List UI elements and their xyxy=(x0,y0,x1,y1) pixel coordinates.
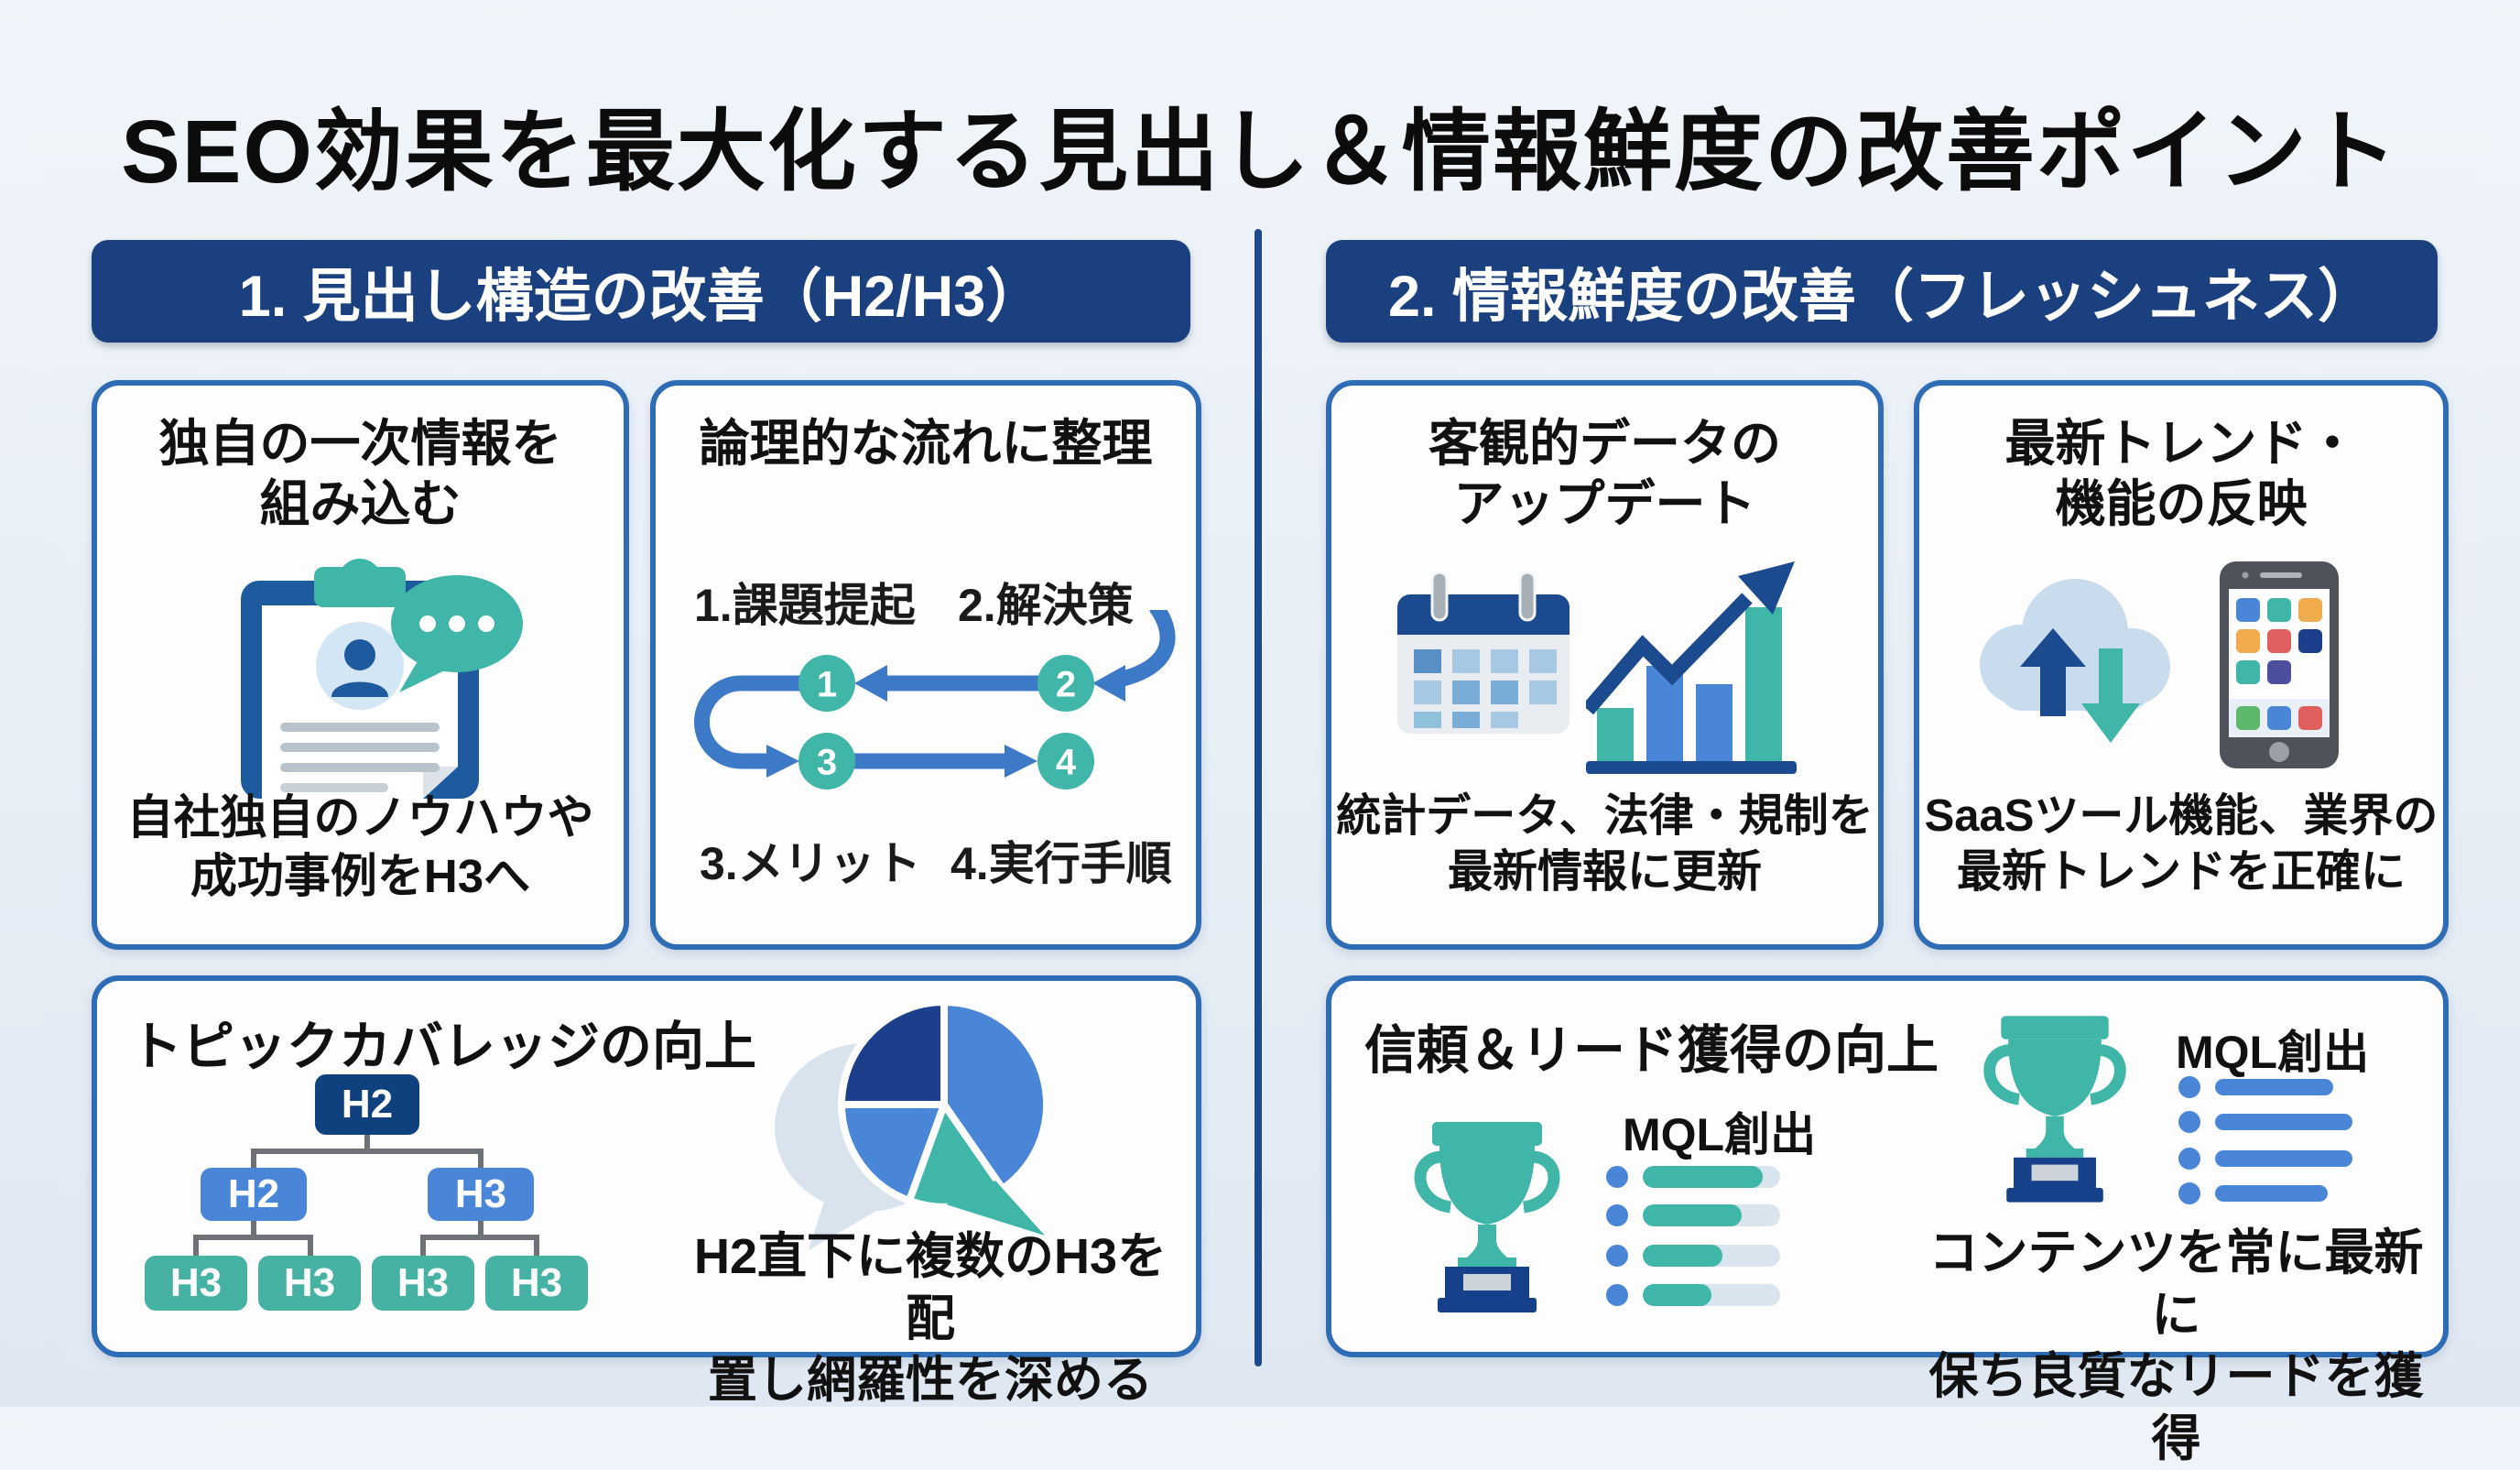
card-caption-line1: H2直下に複数のH3を配 xyxy=(693,1229,1168,1346)
bullet-dot xyxy=(1606,1284,1628,1306)
bullet-dot xyxy=(1606,1204,1628,1226)
growth-chart-icon xyxy=(1586,561,1797,774)
progress-row xyxy=(1606,1245,1780,1267)
card-title-line1: 独自の一次情報を xyxy=(158,415,562,472)
list-row xyxy=(2178,1182,2352,1204)
tree-node-l3-2: H3 xyxy=(258,1256,361,1311)
flow-node-2-number: 2 xyxy=(1056,664,1076,704)
list-row xyxy=(2178,1111,2352,1133)
card-caption-line1: 統計データ、法律・規制を xyxy=(1336,791,1874,841)
flow-step4-label: 4.実行手順 xyxy=(950,838,1172,889)
card-topic-coverage: トピックカバレッジの向上 H2 H2 H3 H3 H3 H3 H3 H2直下に複… xyxy=(92,975,1201,1408)
card-caption-line2: 最新トレンドを正確に xyxy=(1956,847,2406,898)
list-row xyxy=(2178,1148,2352,1170)
card-title-line1: 最新トレンド・ xyxy=(2004,415,2358,472)
smartphone-icon xyxy=(2220,561,2339,768)
tree-node-l3-1: H3 xyxy=(145,1256,247,1311)
bullet-dot xyxy=(2178,1148,2200,1170)
card-objective-data-update: 客観的データの アップデート 統計データ、法律・規制を xyxy=(1326,380,1884,950)
progress-fill xyxy=(1643,1166,1763,1188)
column-divider xyxy=(1255,229,1262,1367)
card-title: 独自の一次情報を 組み込む xyxy=(97,413,624,534)
card-caption-line2: 保ち良質なリードを獲得 xyxy=(1928,1349,2424,1466)
progress-row xyxy=(1606,1204,1780,1226)
flow-node-3 xyxy=(798,733,855,789)
tree-node-root: H2 xyxy=(315,1074,419,1135)
progress-row xyxy=(1606,1284,1780,1306)
left-column-header: 1. 見出し構造の改善（H2/H3） xyxy=(92,240,1190,343)
card-caption: SaaSツール機能、業界の 最新トレンドを正確に xyxy=(1919,789,2443,901)
mql-label-right: MQL創出 xyxy=(2176,1027,2370,1078)
card-caption-line2: 置し網羅性を深める xyxy=(708,1353,1153,1408)
card-title: 論理的な流れに整理 xyxy=(699,415,1153,472)
flow-node-4 xyxy=(1037,733,1094,789)
list-row xyxy=(2178,1076,2352,1098)
trophy-icon xyxy=(1414,1122,1560,1312)
tree-node-l3-3: H3 xyxy=(372,1256,474,1311)
progress-fill xyxy=(1643,1284,1711,1306)
flow-node-1 xyxy=(798,655,855,712)
card-caption-line1: コンテンツを常に最新に xyxy=(1928,1225,2424,1343)
card-trust-lead-gain: 信頼＆リード獲得の向上 MQL創出 xyxy=(1326,975,2449,1466)
bullet-dot xyxy=(1606,1166,1628,1188)
card-title: トピックカバレッジの向上 xyxy=(130,1018,756,1076)
card-title: 最新トレンド・ 機能の反映 xyxy=(1919,413,2443,534)
list-bar xyxy=(2215,1079,2333,1095)
tree-node-l2-right: H3 xyxy=(428,1168,534,1221)
card-caption-line1: 自社独自のノウハウや xyxy=(126,791,594,844)
card-caption: 自社独自のノウハウや 成功事例をH3へ xyxy=(97,789,624,906)
card-title: 客観的データの アップデート xyxy=(1331,413,1878,534)
bullet-dot xyxy=(2178,1076,2200,1098)
card-caption-line2: 最新情報に更新 xyxy=(1447,847,1762,898)
flow-diagram: 1 2 3 4 xyxy=(694,610,1176,789)
card-logical-flow: 論理的な流れに整理 1.課題提起 2.解決策 1 2 3 4 3.メリット 4.… xyxy=(650,380,1201,950)
cloud-sync-icon xyxy=(1980,579,2170,743)
flow-step1-label: 1.課題提起 xyxy=(694,580,916,631)
card-caption-line1: SaaSツール機能、業界の xyxy=(1924,791,2439,841)
flow-node-3-number: 3 xyxy=(817,742,837,782)
card-caption: 統計データ、法律・規制を 最新情報に更新 xyxy=(1331,789,1878,901)
progress-row xyxy=(1606,1166,1780,1188)
page-title: SEO効果を最大化する見出し＆情報鮮度の改善ポイント xyxy=(121,102,2399,201)
flow-step2-label: 2.解決策 xyxy=(958,580,1134,631)
card-title-line1: 客観的データの xyxy=(1428,415,1781,472)
trophy-icon xyxy=(1983,1016,2126,1203)
flow-node-4-number: 4 xyxy=(1056,742,1077,782)
list-bar xyxy=(2215,1114,2352,1130)
progress-fill xyxy=(1643,1245,1722,1267)
card-title-line2: 機能の反映 xyxy=(2055,475,2308,532)
card-title: 信頼＆リード獲得の向上 xyxy=(1364,1021,1939,1080)
card-caption: H2直下に複数のH3を配 置し網羅性を深める xyxy=(683,1226,1178,1412)
progress-track xyxy=(1643,1284,1780,1306)
flow-node-1-number: 1 xyxy=(817,664,837,704)
tree-node-l3-4: H3 xyxy=(485,1256,588,1311)
pie-chart-bubble-icon xyxy=(775,998,1051,1250)
flow-step3-label: 3.メリット xyxy=(700,838,921,889)
card-unique-primary-info: 独自の一次情報を 組み込む 自社独自のノウハウや 成功事例をH3へ xyxy=(92,380,629,950)
card-caption: コンテンツを常に最新に 保ち良質なリードを獲得 xyxy=(1927,1223,2426,1470)
progress-track xyxy=(1643,1166,1780,1188)
progress-track xyxy=(1643,1245,1780,1267)
card-title-line2: アップデート xyxy=(1453,475,1756,532)
flow-node-2 xyxy=(1037,655,1094,712)
card-title-line2: 組み込む xyxy=(259,475,462,532)
h2-h3-tree-connectors xyxy=(193,1135,539,1258)
calendar-icon xyxy=(1397,571,1570,734)
bullet-dot xyxy=(1606,1245,1628,1267)
list-bar xyxy=(2215,1150,2352,1167)
bullet-dot xyxy=(2178,1111,2200,1133)
bullet-dot xyxy=(2178,1182,2200,1204)
progress-fill xyxy=(1643,1204,1742,1226)
chat-bubble-icon xyxy=(391,575,523,692)
right-column-header: 2. 情報鮮度の改善（フレッシュネス） xyxy=(1326,240,2438,343)
progress-track xyxy=(1643,1204,1780,1226)
mql-label-left: MQL創出 xyxy=(1623,1109,1817,1160)
list-bar xyxy=(2215,1185,2328,1202)
card-caption-line2: 成功事例をH3へ xyxy=(190,849,531,902)
card-latest-trends: 最新トレンド・ 機能の反映 xyxy=(1914,380,2449,950)
tree-node-l2-left: H2 xyxy=(201,1168,307,1221)
